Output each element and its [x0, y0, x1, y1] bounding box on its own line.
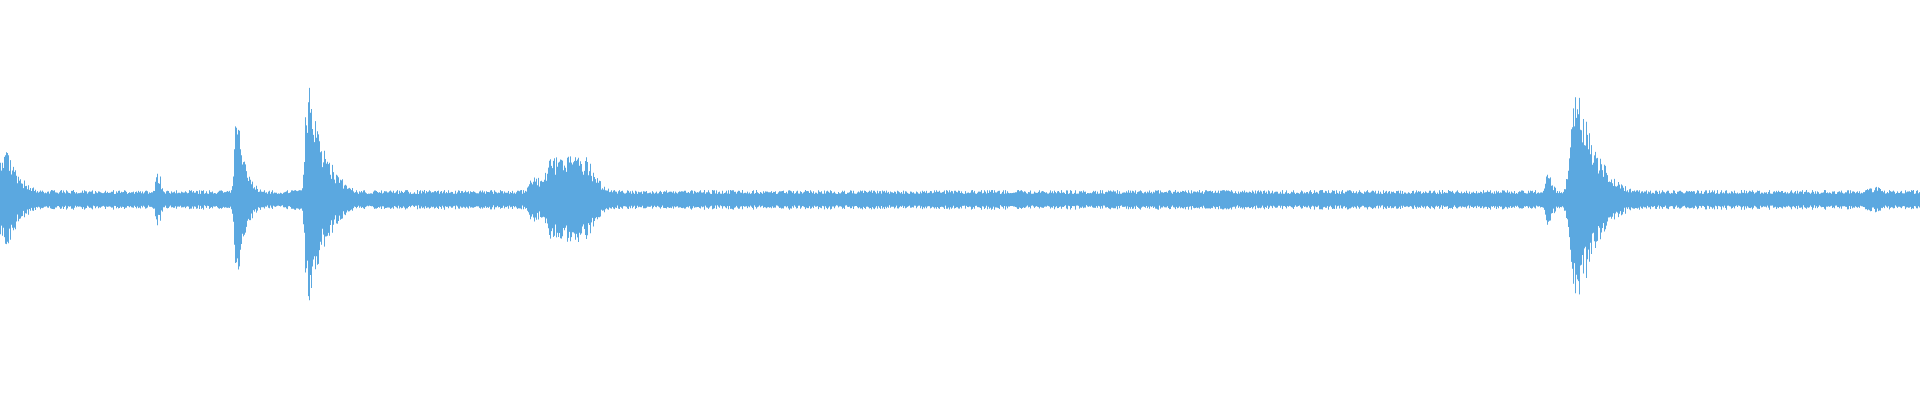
waveform-trace — [0, 87, 1920, 301]
